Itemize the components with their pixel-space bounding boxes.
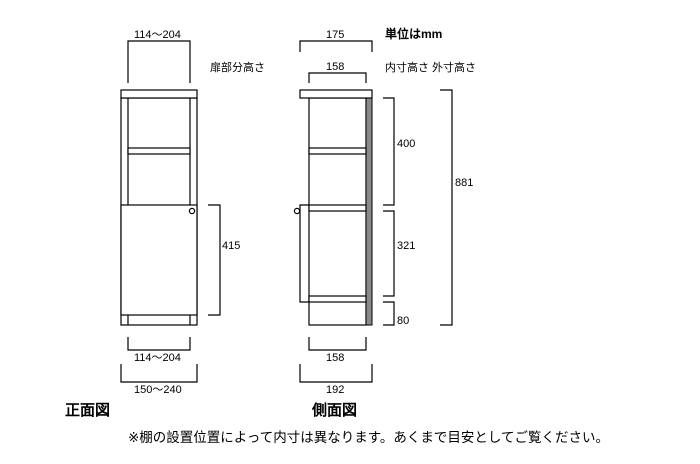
- front-top-width-label: 114〜204: [134, 29, 181, 41]
- side-bottom-inner-bracket: [308, 337, 367, 351]
- side-back-panel: [365, 97, 373, 326]
- outer-height-bracket: [440, 89, 453, 326]
- side-outer-depth-bracket: [299, 364, 373, 383]
- front-view-title: 正面図: [65, 402, 110, 419]
- side-knob-icon: [293, 207, 301, 215]
- front-bottom-inner-width-label: 114〜204: [134, 352, 181, 364]
- front-top-width-bracket: [127, 40, 191, 83]
- front-bottom-inner-bracket: [127, 337, 191, 351]
- door-height-value: 415: [222, 240, 240, 252]
- side-view-title: 側面図: [311, 401, 357, 419]
- front-view-drawing: [120, 89, 198, 326]
- side-top-outer-depth: 175: [326, 29, 344, 41]
- base-height-bracket: [383, 301, 395, 326]
- side-view-drawing: [293, 89, 373, 326]
- side-top-inner-depth: 158: [326, 61, 344, 73]
- outer-height: 881: [455, 177, 473, 189]
- base-height: 80: [397, 315, 409, 327]
- lower-inner-height: 321: [397, 240, 415, 252]
- upper-height-bracket: [383, 97, 395, 206]
- side-top-board: [299, 89, 373, 99]
- front-door: [120, 204, 198, 316]
- side-top-outer-bracket: [299, 40, 373, 52]
- upper-inner-height: 400: [397, 138, 415, 150]
- side-middle-shelf: [308, 204, 367, 212]
- front-top-board: [120, 89, 198, 99]
- units-label: 単位はmm: [385, 26, 442, 41]
- side-door: [299, 204, 309, 303]
- side-bottom-shelf: [308, 295, 367, 303]
- door-knob-icon: [188, 207, 196, 215]
- side-bottom-inner-depth: 158: [326, 352, 344, 364]
- door-height-bracket: [208, 204, 221, 316]
- side-outer-depth: 192: [326, 384, 344, 396]
- door-height-caption: 扉部分高さ: [210, 60, 265, 74]
- front-outer-width-bracket: [120, 364, 198, 383]
- side-top-inner-bracket: [308, 72, 367, 83]
- front-shelf: [127, 147, 191, 155]
- front-outer-width-label: 150〜240: [134, 384, 182, 396]
- disclaimer-note: ※棚の設置位置によって内寸は異なります。あくまで目安としてご覧ください。: [128, 429, 609, 445]
- side-upper-shelf: [308, 147, 367, 155]
- lower-height-bracket: [383, 210, 395, 297]
- height-labels: 内寸高さ 外寸高さ: [385, 60, 476, 74]
